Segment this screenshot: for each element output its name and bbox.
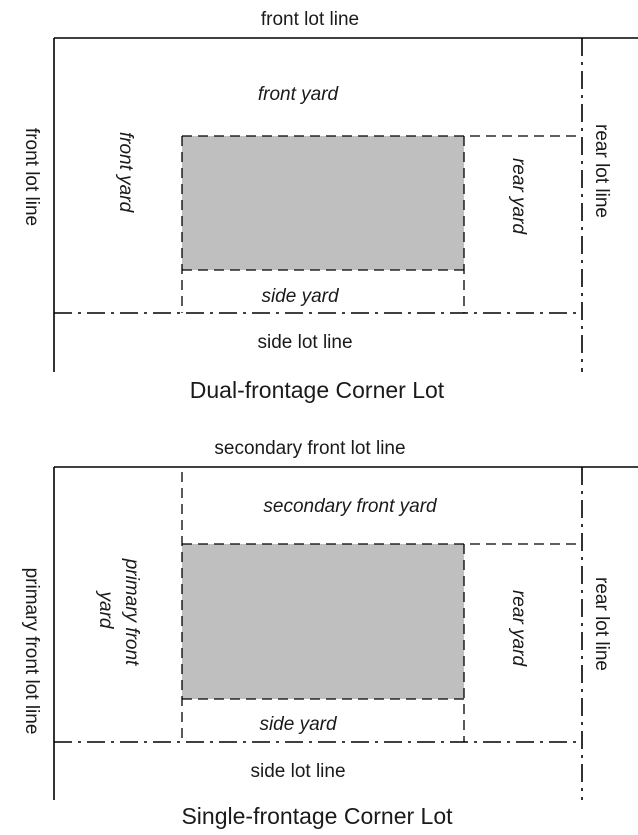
right-yard-label: rear yard (508, 590, 529, 667)
top-yard-label: front yard (258, 84, 340, 105)
left-yard-label-line2: yard (95, 590, 116, 630)
single-frontage-diagram: secondary front lot line primary front l… (21, 438, 638, 829)
dual-frontage-diagram: front lot line front lot line rear lot l… (21, 9, 638, 403)
top-yard-label: secondary front yard (263, 496, 438, 517)
right-lot-line-label: rear lot line (591, 577, 612, 671)
bottom-lot-line-label: side lot line (257, 332, 352, 353)
diagram-caption: Single-frontage Corner Lot (181, 803, 453, 829)
right-yard-label: rear yard (508, 158, 529, 235)
building-footprint (182, 544, 464, 699)
left-lot-line-label: front lot line (21, 128, 42, 226)
top-lot-line-label: secondary front lot line (214, 438, 405, 459)
right-lot-line-label: rear lot line (591, 124, 612, 218)
bottom-yard-label: side yard (259, 714, 338, 735)
top-lot-line-label: front lot line (261, 9, 359, 30)
bottom-lot-line-label: side lot line (250, 761, 345, 782)
left-yard-label-line1: primary front (121, 558, 142, 666)
diagram-caption: Dual-frontage Corner Lot (190, 377, 445, 403)
building-footprint (182, 136, 464, 270)
left-lot-line-label: primary front lot line (21, 568, 42, 735)
left-yard-label: front yard (115, 132, 136, 214)
bottom-yard-label: side yard (261, 286, 340, 307)
